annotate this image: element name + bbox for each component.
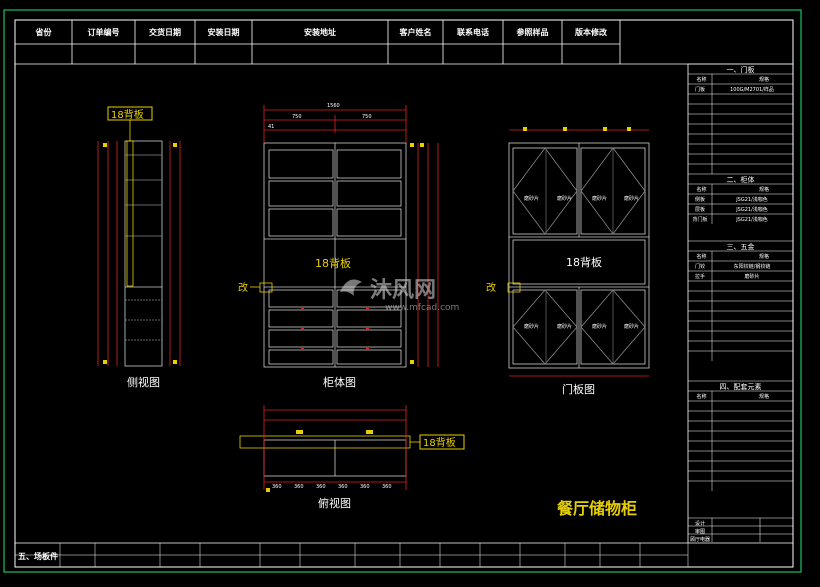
- title-block-col: 订单编号: [88, 27, 120, 37]
- svg-text:磨砂片: 磨砂片: [624, 323, 639, 330]
- revision-mark-left-box: [259, 282, 273, 293]
- spec-cell: 规格: [759, 186, 769, 193]
- watermark: 沐风网 www.mfcad.com: [340, 278, 459, 313]
- svg-text:磨砂片: 磨砂片: [557, 323, 572, 330]
- top-view-dim: 360: [338, 484, 348, 490]
- cabinet-body-view: [263, 105, 439, 368]
- top-view-label: 俯视图: [318, 496, 351, 510]
- top-view: [239, 405, 411, 490]
- spec-cell: 名称: [696, 186, 706, 193]
- revision-mark-left: 改: [238, 281, 248, 294]
- door-markers: [523, 127, 631, 131]
- spec-cell: 门板: [695, 86, 705, 93]
- bottom-table: 五、场板件: [15, 542, 793, 567]
- spec-cell: 名称: [696, 253, 706, 260]
- watermark-url: www.mfcad.com: [385, 303, 459, 313]
- bottom-left-label: 五、场板件: [18, 551, 58, 561]
- title-block-col: 省份: [35, 27, 53, 37]
- spec-cell: JSG21/浅咖色: [735, 196, 768, 203]
- spec-cell: 名称: [696, 76, 706, 83]
- spec-cell: 背门板: [692, 216, 707, 223]
- title-block-col: 联系电话: [457, 27, 489, 37]
- dim-top-left: 750: [292, 114, 302, 120]
- body-markers: [410, 143, 424, 364]
- top-view-dim: 360: [316, 484, 326, 490]
- spec-cell: 侧板: [695, 196, 705, 203]
- outer-border: [3, 9, 802, 573]
- side-view: [97, 140, 181, 367]
- door-glass-labels: 磨砂片 磨砂片 磨砂片 磨砂片 磨砂片 磨砂片 磨砂片 磨砂片: [524, 195, 639, 330]
- dim-small: 41: [268, 124, 274, 130]
- spec-cell: 门铰: [695, 263, 705, 270]
- svg-text:磨砂片: 磨砂片: [524, 323, 539, 330]
- watermark-brand: 沐风网: [370, 278, 436, 303]
- spec-cell: 顾厅电器: [690, 536, 710, 543]
- title-block-col: 安装日期: [208, 27, 240, 37]
- revision-mark-right-box: [507, 282, 521, 293]
- svg-text:磨砂片: 磨砂片: [557, 195, 572, 202]
- side-view-label: 侧视图: [127, 375, 160, 389]
- spec-cell: JSG21/浅咖色: [735, 206, 768, 213]
- spec-cell: 东阳铰链/钢铰链: [734, 263, 771, 270]
- top-view-markers: [266, 430, 373, 492]
- door-back-panel-label: 18背板: [566, 255, 602, 269]
- back-panel-callout: 18背板: [111, 108, 144, 121]
- title-block-col: 安装地址: [304, 27, 336, 37]
- svg-text:磨砂片: 磨砂片: [592, 195, 607, 202]
- spec-section-title: 一、门板: [727, 65, 755, 74]
- body-back-panel-label: 18背板: [315, 256, 351, 270]
- spec-cell: 层板: [695, 206, 705, 213]
- dim-overall-width: 1560: [327, 103, 340, 109]
- revision-mark-right: 改: [486, 281, 496, 294]
- svg-text:磨砂片: 磨砂片: [524, 195, 539, 202]
- svg-text:磨砂片: 磨砂片: [624, 195, 639, 202]
- watermark-logo-icon: [340, 279, 362, 296]
- top-view-dim: 360: [272, 484, 282, 490]
- door-view-label: 门板图: [562, 382, 595, 396]
- inner-border: [14, 19, 794, 568]
- top-view-dim: 360: [360, 484, 370, 490]
- door-view: [508, 129, 650, 377]
- dim-top-right: 750: [362, 114, 372, 120]
- spec-cell: 规格: [759, 76, 769, 83]
- title-block-col: 客户姓名: [399, 27, 432, 37]
- spec-cell: 设计: [695, 520, 705, 527]
- spec-cell: 审图: [695, 528, 705, 535]
- spec-cell: 规格: [759, 393, 769, 400]
- title-block: 省份 订单编号 交货日期 安装日期 安装地址 客户姓名 联系电话 参照样品 版本修改: [15, 20, 793, 65]
- top-view-dim: 360: [294, 484, 304, 490]
- spec-cell: 100G/M2701/样品: [730, 86, 774, 93]
- title-block-col: 交货日期: [149, 27, 181, 37]
- body-view-label: 柜体图: [323, 375, 356, 389]
- spec-cell: 规格: [759, 253, 769, 260]
- drawer-handles: [301, 308, 369, 350]
- top-back-panel-label: 18背板: [423, 436, 456, 449]
- spec-cell: JSG21/浅咖色: [735, 216, 768, 223]
- spec-section-title: 四、配套元素: [720, 382, 762, 391]
- spec-cell: 名称: [696, 393, 706, 400]
- spec-cell: 拉手: [695, 273, 705, 280]
- side-view-markers: [103, 143, 177, 364]
- spec-cell: 磨砂片: [744, 273, 759, 280]
- drawing-title: 餐厅储物柜: [556, 499, 637, 518]
- spec-section-title: 三、五金: [727, 242, 755, 251]
- top-view-dim: 360: [382, 484, 392, 490]
- svg-text:磨砂片: 磨砂片: [592, 323, 607, 330]
- title-block-col: 参照样品: [516, 27, 549, 37]
- title-block-col: 版本修改: [574, 27, 608, 37]
- spec-section-title: 二、柜体: [727, 175, 755, 184]
